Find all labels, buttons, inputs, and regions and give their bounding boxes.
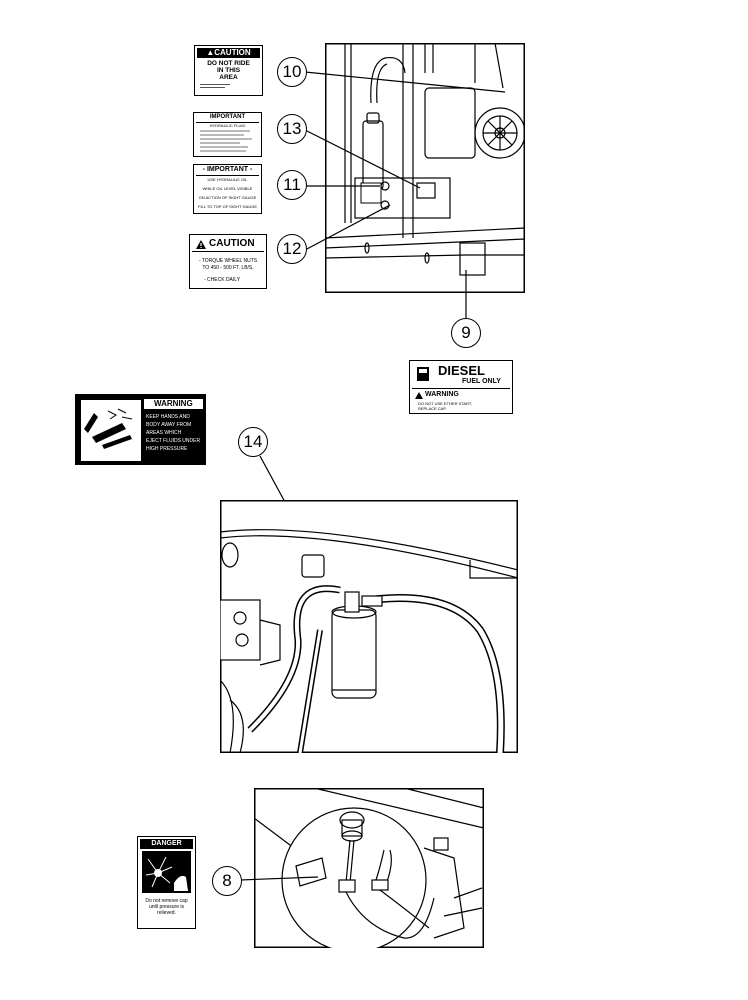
diesel-warning: WARNING [425,391,459,398]
caution-line-1: DO NOT RIDE [207,60,250,67]
callout-11: 11 [277,170,307,200]
warning-high-pressure-decal: WARNING KEEP HANDS AND BODY AWAY FROM AR… [75,394,206,465]
caution-header: ▲CAUTION [206,48,251,57]
caution-do-not-ride-decal: ▲CAUTION DO NOT RIDE IN THIS AREA [194,45,263,96]
caution-line-3: AREA [219,74,238,81]
important-2-header: - IMPORTANT - [202,166,253,173]
important-hydraulic-fluid-decal: IMPORTANT HYDRAULIC FLUID [193,112,262,157]
callout-13: 13 [277,114,307,144]
fuel-pump-icon [417,367,429,381]
diesel-warning-line-1: DO NOT USE ETHER START, [418,401,473,406]
callout-12: 12 [277,234,307,264]
danger-line-1: Do not remove cap [145,898,188,904]
diesel-warning-line-2: REPLACE CAP [418,406,447,411]
leader-lines-top [304,71,506,318]
important-1-fine-print [200,130,252,152]
caution-torque-wheel-nuts-decal: CAUTION - TORQUE WHEEL NUTS TO 450 - 500… [189,234,267,289]
callout-8: 8 [212,866,242,896]
danger-line-2: until pressure is [148,904,184,910]
important-1-sub: HYDRAULIC FLUID [209,123,246,128]
warning-triangle-icon [196,240,206,249]
caution-torque-line-2: TO 450 - 500 FT. LB/S. [202,265,254,271]
callout-9: 9 [451,318,481,348]
fuel-cap-illustration [254,788,484,948]
important-2-line-1: USE HYDRAULIC OIL [207,177,248,182]
danger-line-3: relieved. [157,910,176,916]
high-pressure-spray-icon [84,408,133,449]
warning-triangle-icon [415,392,423,399]
important-2-line-3: ON ACTION OF SIGHT GAUGE [198,195,257,200]
diesel-fuel-only-decal: DIESEL FUEL ONLY WARNING DO NOT USE ETHE… [409,360,513,414]
receiver-drier-illustration [220,500,518,753]
danger-pressure-cap-decal: DANGER Do not remove cap until pressure … [137,836,196,929]
danger-header: DANGER [151,840,182,847]
hydraulic-tank-illustration [325,43,525,293]
important-1-header: IMPORTANT [209,114,246,120]
important-2-line-4: FILL TO TOP OF SIGHT GAUGE [198,204,257,209]
caution-torque-line-3: - CHECK DAILY [204,277,241,283]
warning-fluid-line-2: BODY AWAY FROM [146,422,192,428]
diesel-title: DIESEL [438,363,485,378]
important-hydraulic-oil-decal: - IMPORTANT - USE HYDRAULIC OIL WHILE OI… [193,164,262,214]
warning-fluid-line-3: AREAS WHICH [146,430,182,436]
warning-fluid-header: WARNING [154,399,193,408]
caution-line-2: IN THIS [216,67,241,74]
callout-10: 10 [277,57,307,87]
important-2-line-2: WHILE OIL LEVEL VISIBLE [202,186,253,191]
warning-fluid-line-1: KEEP HANDS AND [146,414,190,420]
callout-14: 14 [238,427,268,457]
caution-torque-line-1: - TORQUE WHEEL NUTS [198,258,258,264]
pressure-burst-icon [145,856,188,891]
caution-torque-header: CAUTION [209,238,255,249]
diesel-sub: FUEL ONLY [462,378,501,385]
warning-fluid-line-5: HIGH PRESSURE [146,446,188,452]
warning-fluid-line-4: EJECT FLUIDS UNDER [146,438,201,444]
